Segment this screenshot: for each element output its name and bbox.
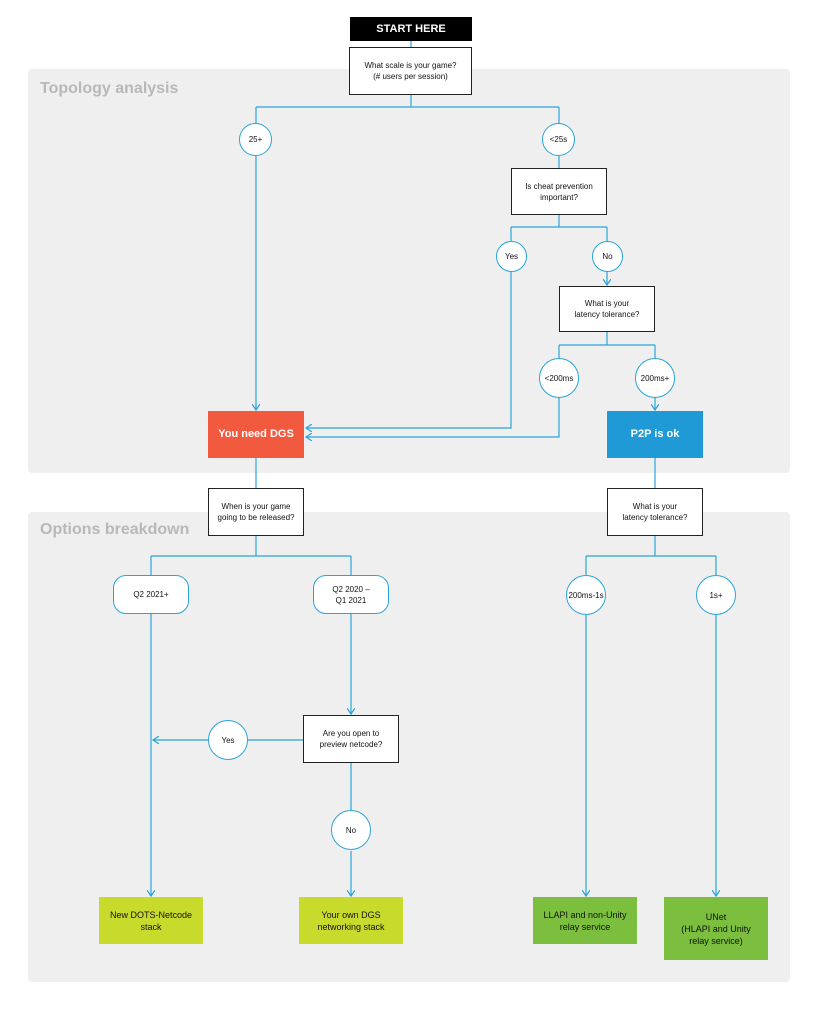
scale-question-node: What scale is your game? (# users per se…: [349, 47, 472, 95]
scale-25plus-option: 25+: [239, 123, 272, 156]
unet-outcome: UNet (HLAPI and Unity relay service): [664, 897, 768, 960]
llapi-outcome: LLAPI and non-Unity relay service: [533, 897, 637, 944]
release-question-node: When is your game going to be released?: [208, 488, 304, 536]
topology-analysis-title: Topology analysis: [40, 80, 179, 97]
preview-question-node: Are you open to preview netcode?: [303, 715, 399, 763]
release-q2-2020-option: Q2 2020 – Q1 2021: [313, 575, 389, 614]
latency-200plus-option: 200ms+: [635, 358, 675, 398]
own-dgs-outcome: Your own DGS networking stack: [299, 897, 403, 944]
preview-no-option: No: [331, 810, 371, 850]
latency-question-2-node: What is your latency tolerance?: [607, 488, 703, 536]
scale-lt25-option: <25s: [542, 123, 575, 156]
latency-200ms-1s-option: 200ms-1s: [566, 575, 606, 615]
latency-1s-plus-option: 1s+: [696, 575, 736, 615]
preview-yes-option: Yes: [208, 720, 248, 760]
latency-lt200-option: <200ms: [539, 358, 579, 398]
start-here-node: START HERE: [350, 17, 472, 41]
release-q2-2021-option: Q2 2021+: [113, 575, 189, 614]
topology-analysis-panel: [28, 69, 790, 473]
you-need-dgs-node: You need DGS: [208, 411, 304, 458]
latency-question-node: What is your latency tolerance?: [559, 286, 655, 332]
p2p-ok-node: P2P is ok: [607, 411, 703, 458]
cheat-yes-option: Yes: [496, 241, 527, 272]
cheat-question-node: Is cheat prevention important?: [511, 168, 607, 215]
options-breakdown-title: Options breakdown: [40, 521, 190, 538]
dots-netcode-outcome: New DOTS-Netcode stack: [99, 897, 203, 944]
cheat-no-option: No: [592, 241, 623, 272]
